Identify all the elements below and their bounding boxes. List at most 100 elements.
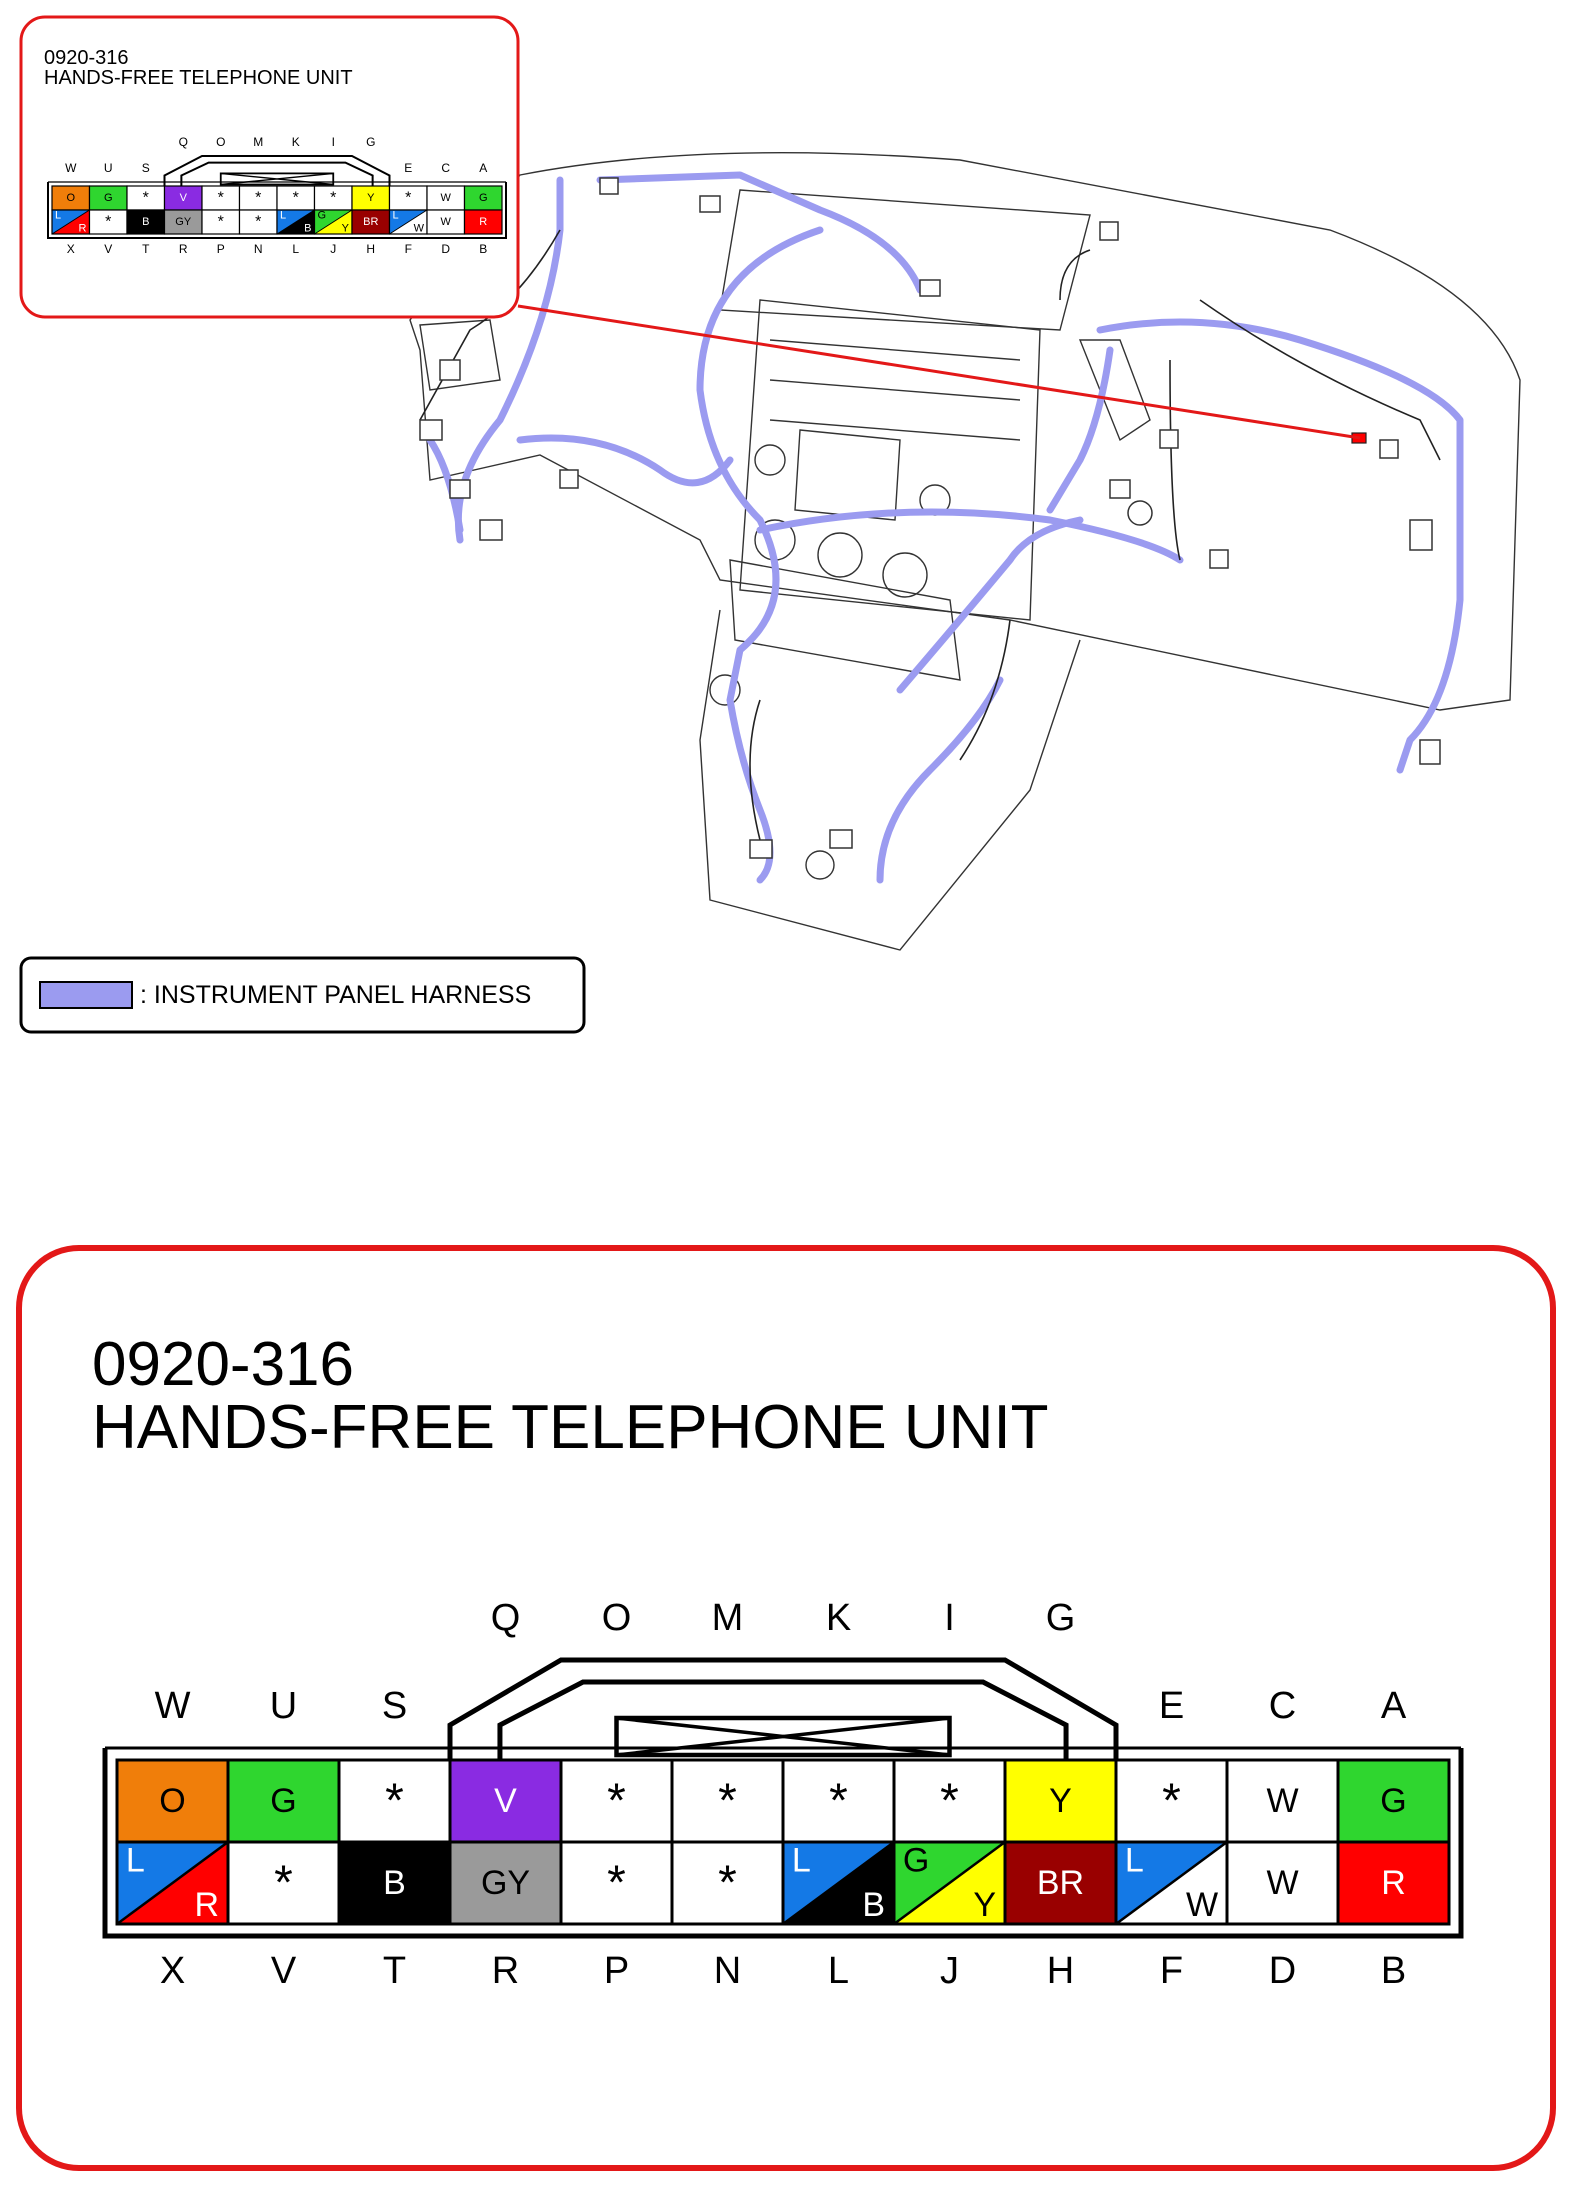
pin-split-line <box>116 1840 229 1926</box>
pin-bottom-3: GY <box>448 1840 563 1926</box>
pin-letter-bottom: H <box>366 242 375 256</box>
pin-cell <box>892 1758 1007 1844</box>
pin-bottom-5: * <box>238 209 278 235</box>
unused-pin-asterisk: * <box>105 214 111 231</box>
pin-letter-top: W <box>65 161 77 175</box>
pin-bottom-2: B <box>337 1840 452 1926</box>
pin-letter-bottom: R <box>492 1950 519 1992</box>
legend: : INSTRUMENT PANEL HARNESS <box>19 956 586 1034</box>
pin-wire-code: G <box>903 1842 929 1880</box>
lock-tab-inner <box>180 161 374 186</box>
pin-letter-top: C <box>441 161 450 175</box>
pin-bottom-1: * <box>88 209 128 235</box>
pin-letter-top: I <box>944 1597 955 1639</box>
pin-cell <box>337 1840 452 1926</box>
pin-wire-code: L <box>126 1842 145 1880</box>
ground-point-c-icon <box>1127 500 1153 526</box>
lock-release-cross <box>220 172 334 186</box>
pin-cell <box>1225 1840 1340 1926</box>
pin-letter-top: S <box>142 161 150 175</box>
unused-pin-asterisk: * <box>940 1775 959 1828</box>
pin-cell <box>88 185 128 211</box>
pin-cell <box>781 1758 896 1844</box>
pin-wire-code: W <box>414 223 425 235</box>
pin-wire-code: BR <box>363 216 378 228</box>
pin-wire-code: L <box>393 210 399 222</box>
pin-letter-bottom: N <box>714 1950 741 1992</box>
pin-top-11: G <box>463 185 503 211</box>
pin-top-2: * <box>126 185 166 211</box>
pin-cell <box>670 1840 785 1926</box>
pin-letter-top: C <box>1269 1685 1296 1727</box>
pin-top-8: Y <box>1003 1758 1118 1844</box>
pin-bottom-10: W <box>426 209 466 235</box>
unused-pin-asterisk: * <box>607 1857 626 1910</box>
pin-letter-top: I <box>332 135 335 149</box>
pin-bottom-9: LW <box>1114 1840 1229 1926</box>
pin-letter-top: O <box>216 135 225 149</box>
pin-wire-code: G <box>318 210 327 222</box>
pin-bottom-4: * <box>559 1840 674 1926</box>
legend-label: : INSTRUMENT PANEL HARNESS <box>140 981 531 1009</box>
pin-wire-code: G <box>479 192 488 204</box>
pin-top-4: * <box>201 185 241 211</box>
pin-top-0: O <box>115 1758 230 1844</box>
pin-wire-code: B <box>142 216 149 228</box>
unused-pin-asterisk: * <box>718 1857 737 1910</box>
pin-letter-bottom: P <box>604 1950 629 1992</box>
pin-top-2: * <box>337 1758 452 1844</box>
pin-split-line <box>782 1840 895 1926</box>
unused-pin-asterisk: * <box>829 1775 848 1828</box>
pin-letter-top: A <box>479 161 487 175</box>
pin-bottom-0: LR <box>51 209 91 235</box>
unused-pin-asterisk: * <box>218 214 224 231</box>
pin-letter-bottom: F <box>405 242 412 256</box>
pin-top-0: O <box>51 185 91 211</box>
pin-top-3: V <box>163 185 203 211</box>
pin-letter-bottom: F <box>1160 1950 1183 1992</box>
connector-housing <box>102 1748 1464 1939</box>
pin-letter-top: O <box>602 1597 632 1639</box>
pin-letter-bottom: R <box>179 242 188 256</box>
pin-cell <box>276 185 316 211</box>
pin-wire-code: G <box>1380 1782 1406 1820</box>
pin-cell <box>163 209 203 235</box>
legend-swatch <box>39 981 133 1009</box>
pin-letter-bottom: D <box>1269 1950 1296 1992</box>
pin-wire-code: R <box>195 1886 220 1924</box>
legend-border <box>19 956 586 1034</box>
unused-pin-asterisk: * <box>718 1775 737 1828</box>
pin-bottom-11: R <box>1336 1840 1451 1926</box>
pin-top-5: * <box>670 1758 785 1844</box>
pin-bottom-8: BR <box>351 209 391 235</box>
pin-letter-top: E <box>404 161 412 175</box>
pin-bottom-1: * <box>226 1840 341 1926</box>
pin-bottom-7: GY <box>892 1840 1007 1926</box>
pin-letter-top: Q <box>179 135 188 149</box>
pin-wire-code: Y <box>342 223 350 235</box>
pin-wire-code: W <box>1266 1782 1298 1820</box>
pin-split-line <box>893 1840 1006 1926</box>
lock-release-box <box>614 1715 952 1758</box>
pin-letter-bottom: X <box>160 1950 185 1992</box>
pin-top-8: Y <box>351 185 391 211</box>
pin-top-10: W <box>1225 1758 1340 1844</box>
pin-letter-top: W <box>155 1685 191 1727</box>
pin-wire-code: B <box>862 1886 885 1924</box>
pin-cell <box>559 1840 674 1926</box>
connector-blocks <box>419 177 1441 859</box>
pin-top-7: * <box>313 185 353 211</box>
pin-wire-code: G <box>104 192 113 204</box>
unused-pin-asterisk: * <box>255 190 261 207</box>
pin-letter-top: U <box>104 161 113 175</box>
pin-wire-code: GY <box>481 1864 530 1902</box>
pin-letter-top: Q <box>491 1597 521 1639</box>
pin-top-6: * <box>781 1758 896 1844</box>
pin-wire-code: B <box>383 1864 406 1902</box>
pin-cell <box>88 209 128 235</box>
pin-wire-code: R <box>1381 1864 1406 1902</box>
pin-wire-code: V <box>494 1782 517 1820</box>
pin-letter-top: U <box>270 1685 297 1727</box>
pin-bottom-5: * <box>670 1840 785 1926</box>
